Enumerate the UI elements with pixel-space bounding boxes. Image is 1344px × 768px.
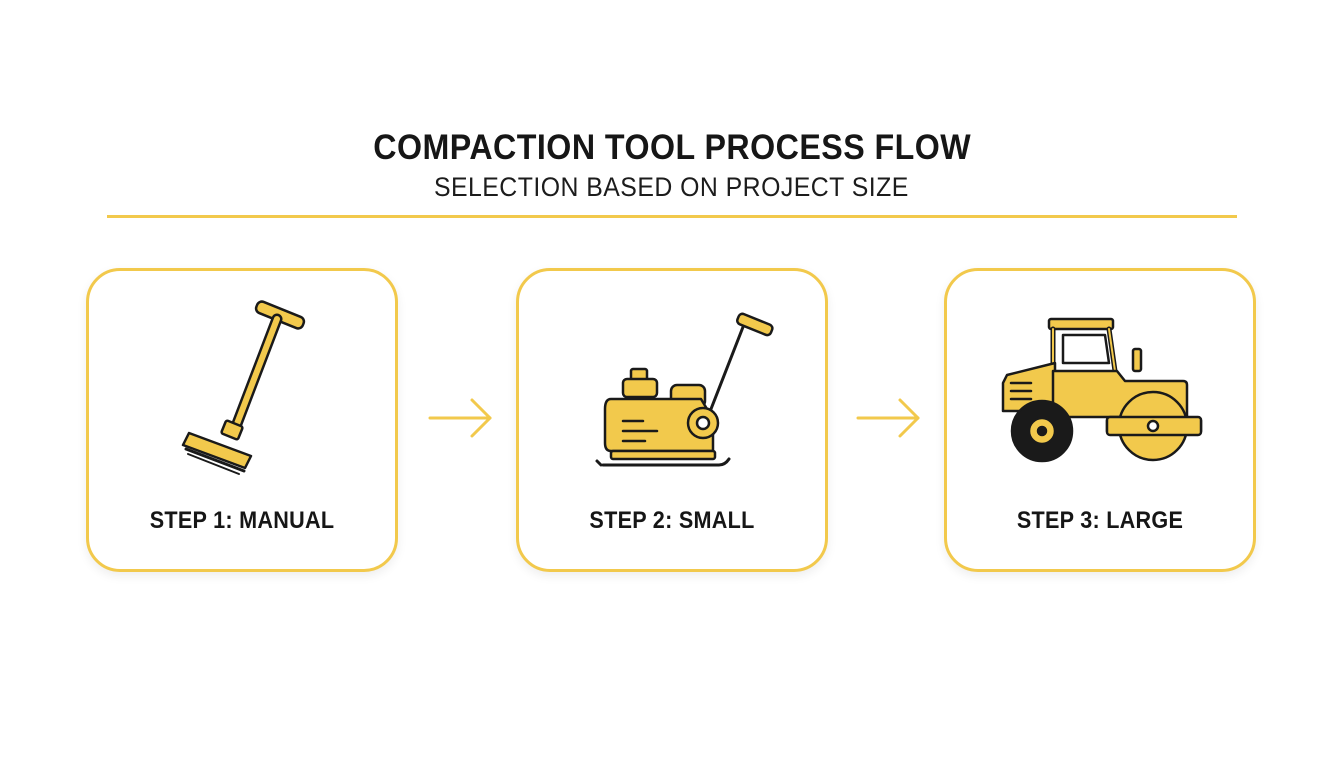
step-card-small: STEP 2: SMALL (516, 268, 828, 572)
step-card-large: STEP 3: LARGE (944, 268, 1256, 572)
page-subtitle: SELECTION BASED ON PROJECT SIZE (433, 172, 909, 202)
arrow-right-icon (856, 398, 920, 438)
page-title: COMPACTION TOOL PROCESS FLOW (373, 128, 972, 167)
plate-compactor-icon (595, 312, 774, 467)
title-divider (107, 215, 1237, 218)
hand-tamper-icon (181, 300, 306, 475)
step-label: STEP 1: MANUAL (149, 507, 335, 534)
road-roller-icon (1001, 317, 1203, 463)
step-label: STEP 2: SMALL (589, 507, 755, 534)
arrow-right-icon (428, 398, 492, 438)
step-card-manual: STEP 1: MANUAL (86, 268, 398, 572)
step-label: STEP 3: LARGE (1016, 507, 1184, 534)
